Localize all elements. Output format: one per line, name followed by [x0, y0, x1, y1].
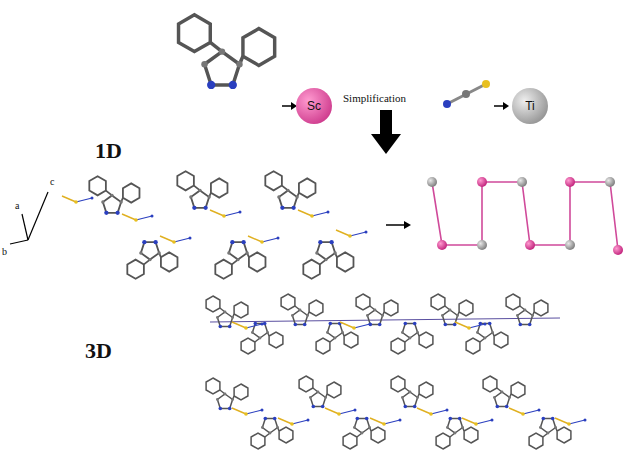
atom-label: Sc	[307, 99, 321, 113]
panel-label: 1D	[95, 138, 122, 164]
arrowhead	[503, 102, 509, 110]
arrow	[386, 224, 404, 226]
arrow	[494, 105, 503, 107]
arrowhead	[404, 221, 411, 229]
panel-label: 3D	[85, 338, 112, 364]
axes	[10, 192, 48, 244]
ligand-molecule	[179, 15, 275, 89]
simplified-net	[427, 177, 623, 255]
atom-sphere: Sc	[296, 88, 332, 124]
annotation: a	[15, 200, 19, 211]
simplification-arrow	[371, 110, 401, 154]
annotation: Simplification	[343, 92, 406, 104]
thiocyanate	[443, 80, 490, 108]
packing-row	[206, 376, 586, 449]
packing-row	[206, 294, 560, 354]
atom-label: Ti	[525, 99, 535, 113]
annotation: b	[2, 246, 7, 257]
atom-sphere: Ti	[512, 88, 548, 124]
chain-1d	[62, 171, 368, 279]
arrow	[282, 105, 291, 107]
annotation: c	[50, 176, 54, 187]
